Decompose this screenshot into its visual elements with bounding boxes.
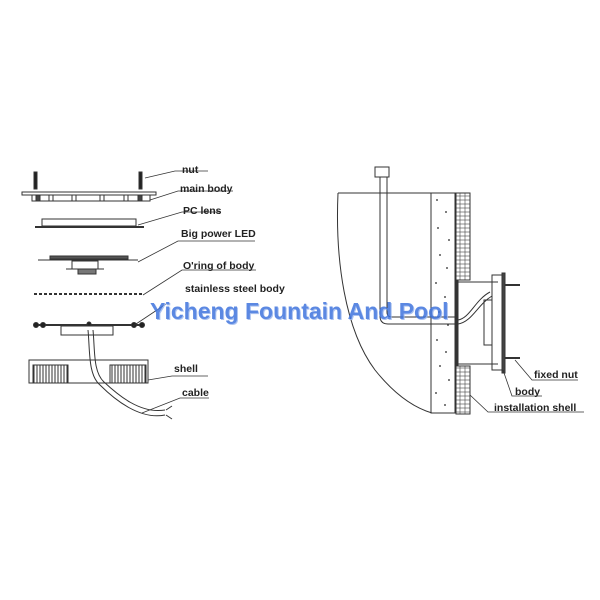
stainless-body-part: [33, 321, 145, 336]
label-main-body: main body: [180, 183, 233, 195]
installation-view: [337, 166, 584, 415]
lamp-body: [491, 274, 503, 371]
label-big-power-led: Big power LED: [181, 228, 256, 240]
led-part: [38, 255, 138, 275]
exploded-view: [21, 170, 256, 420]
tile-layer-lower: [455, 365, 471, 415]
pipe: [379, 177, 455, 325]
label-body: body: [515, 386, 541, 398]
nut-part: [33, 171, 143, 190]
cable-part: [87, 329, 173, 420]
label-nut: nut: [182, 164, 199, 176]
shell-part: [28, 359, 149, 384]
label-stainless-steel-body: stainless steel body: [185, 283, 285, 295]
label-cable: cable: [182, 387, 209, 399]
watermark: Yicheng Fountain And Pool: [150, 298, 449, 324]
main-body-part: [21, 191, 157, 202]
label-oring: O'ring of body: [183, 260, 255, 272]
leader-lines: [132, 170, 256, 414]
pipe-box: [374, 166, 390, 178]
label-pc-lens: PC lens: [183, 205, 222, 217]
tile-layer-upper: [455, 192, 471, 281]
installation-shell: [454, 279, 459, 367]
lamp-cable: [457, 291, 493, 325]
label-shell: shell: [174, 363, 198, 375]
label-fixed-nut: fixed nut: [534, 369, 578, 381]
label-installation-shell: installation shell: [494, 402, 577, 414]
pc-lens-part: [35, 218, 144, 228]
